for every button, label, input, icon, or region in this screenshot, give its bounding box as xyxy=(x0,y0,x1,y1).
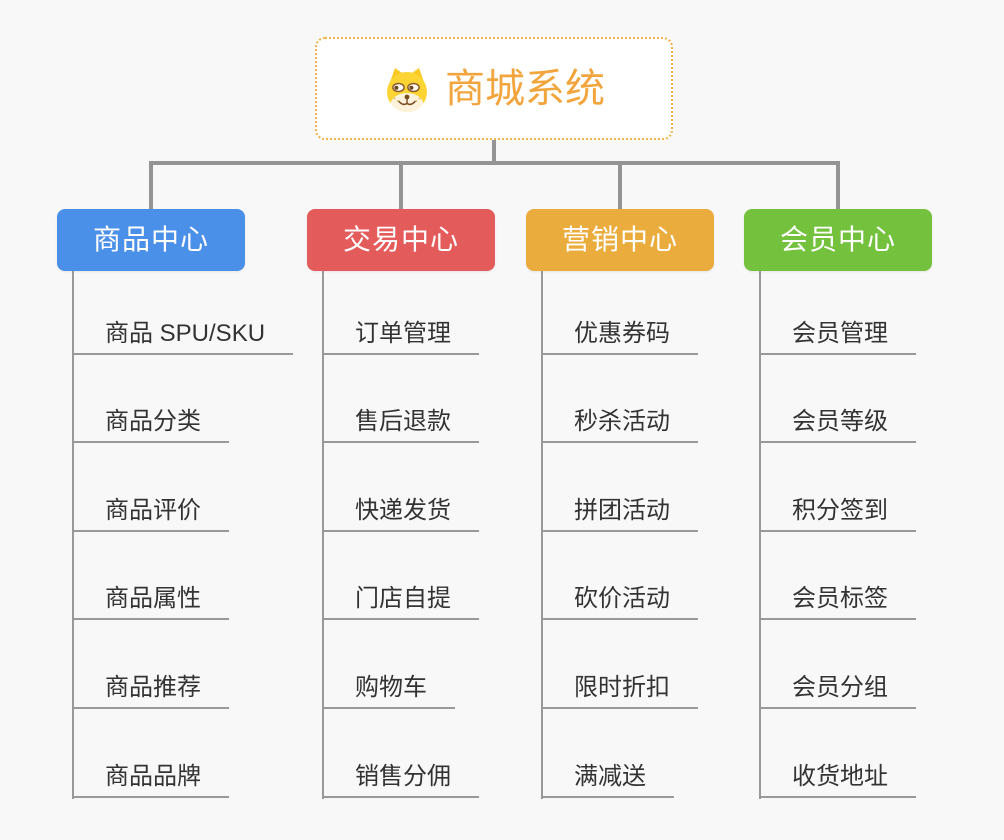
subtopic[interactable]: 商品品牌 xyxy=(72,709,229,798)
subtopic[interactable]: 订单管理 xyxy=(322,266,479,355)
doge-icon xyxy=(387,67,427,112)
subtopic[interactable]: 售后退款 xyxy=(322,355,479,444)
root-topic[interactable]: 商城系统 xyxy=(315,37,673,140)
subtopic[interactable]: 商品评价 xyxy=(72,443,229,532)
connector-root-stem xyxy=(492,138,496,163)
connector-column-line xyxy=(759,271,761,799)
subtopic[interactable]: 积分签到 xyxy=(759,443,916,532)
subtopic[interactable]: 收货地址 xyxy=(759,709,916,798)
subtopic[interactable]: 拼团活动 xyxy=(541,443,698,532)
branch-topic-product-center[interactable]: 商品中心 xyxy=(57,209,245,271)
connector-branch-stub xyxy=(399,161,403,209)
connector-branch-stub xyxy=(149,161,153,209)
subtopic[interactable]: 会员分组 xyxy=(759,620,916,709)
connector-column-line xyxy=(72,271,74,799)
subtopic[interactable]: 快递发货 xyxy=(322,443,479,532)
connector-branch-stub xyxy=(618,161,622,209)
connector-column-line xyxy=(322,271,324,799)
subtopic[interactable]: 商品属性 xyxy=(72,532,229,621)
connector-column-line xyxy=(541,271,543,799)
subtopic[interactable]: 秒杀活动 xyxy=(541,355,698,444)
subtopic[interactable]: 销售分佣 xyxy=(322,709,479,798)
connector-branch-stub xyxy=(836,161,840,209)
subtopic[interactable]: 门店自提 xyxy=(322,532,479,621)
branch-topic-marketing-center[interactable]: 营销中心 xyxy=(526,209,714,271)
subtopic[interactable]: 优惠券码 xyxy=(541,266,698,355)
branch-topic-trade-center[interactable]: 交易中心 xyxy=(307,209,495,271)
subtopic[interactable]: 商品分类 xyxy=(72,355,229,444)
subtopic[interactable]: 满减送 xyxy=(541,709,674,798)
subtopic-list-marketing: 优惠券码秒杀活动拼团活动砍价活动限时折扣满减送 xyxy=(541,266,698,798)
subtopic[interactable]: 会员等级 xyxy=(759,355,916,444)
subtopic-list-trade: 订单管理售后退款快递发货门店自提购物车销售分佣 xyxy=(322,266,479,798)
subtopic[interactable]: 限时折扣 xyxy=(541,620,698,709)
subtopic[interactable]: 商品 SPU/SKU xyxy=(72,266,294,355)
subtopic[interactable]: 会员标签 xyxy=(759,532,916,621)
subtopic[interactable]: 会员管理 xyxy=(759,266,916,355)
subtopic[interactable]: 购物车 xyxy=(322,620,455,709)
subtopic-list-member: 会员管理会员等级积分签到会员标签会员分组收货地址 xyxy=(759,266,916,798)
root-topic-title: 商城系统 xyxy=(445,66,605,111)
subtopic[interactable]: 商品推荐 xyxy=(72,620,229,709)
subtopic[interactable]: 砍价活动 xyxy=(541,532,698,621)
connector-horizontal xyxy=(149,161,840,165)
branch-topic-member-center[interactable]: 会员中心 xyxy=(744,209,932,271)
